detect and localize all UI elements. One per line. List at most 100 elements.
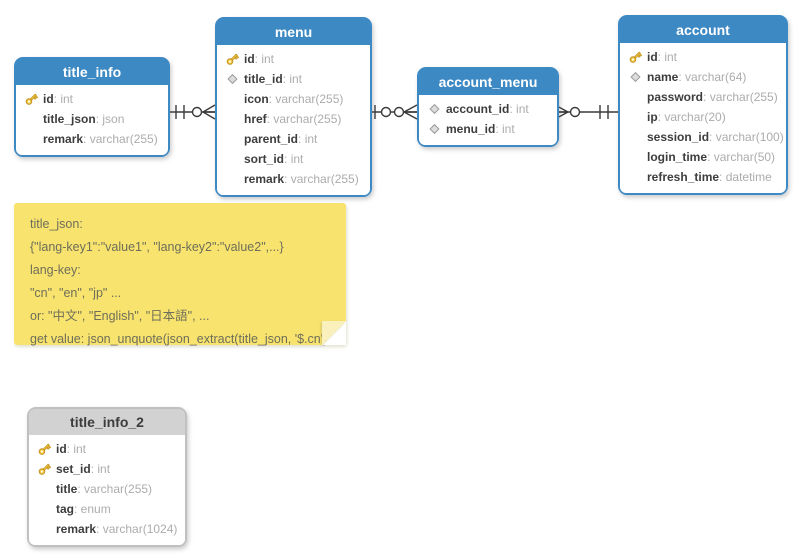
column-row[interactable]: refresh_timedatetime xyxy=(620,167,786,187)
column-name: id xyxy=(56,442,67,456)
column-row[interactable]: idint xyxy=(620,47,786,67)
column-type: int xyxy=(284,152,304,166)
column-name: remark xyxy=(56,522,97,536)
connector-menu-account_menu[interactable] xyxy=(368,104,418,120)
icon-spacer xyxy=(628,130,643,144)
table-title_info_2[interactable]: title_info_2 idint set_idint titlevarcha… xyxy=(27,407,187,547)
table-account_menu[interactable]: account_menu account_idint menu_idint xyxy=(417,67,559,147)
table-columns: account_idint menu_idint xyxy=(419,95,557,145)
column-row[interactable]: sort_idint xyxy=(217,149,370,169)
column-row[interactable]: titlevarchar(255) xyxy=(29,479,185,499)
column-name: tag xyxy=(56,502,74,516)
column-row[interactable]: idint xyxy=(16,89,168,109)
column-row[interactable]: title_jsonjson xyxy=(16,109,168,129)
column-type: varchar(255) xyxy=(703,90,778,104)
column-name: parent_id xyxy=(244,132,299,146)
column-name: sort_id xyxy=(244,152,285,166)
connector-title_info-menu[interactable] xyxy=(166,104,216,120)
column-row[interactable]: idint xyxy=(29,439,185,459)
note-line: lang-key: xyxy=(30,263,81,277)
connector-account_menu-account[interactable] xyxy=(554,104,618,120)
column-type: varchar(50) xyxy=(707,150,775,164)
column-name: session_id xyxy=(647,130,710,144)
column-type: varchar(20) xyxy=(658,110,725,124)
column-type: varchar(64) xyxy=(678,70,746,84)
foreign-key-diamond-icon xyxy=(227,74,238,84)
column-row[interactable]: tagenum xyxy=(29,499,185,519)
primary-key-icon xyxy=(37,442,52,456)
column-row[interactable]: idint xyxy=(217,49,370,69)
column-row[interactable]: namevarchar(64) xyxy=(620,67,786,87)
icon-spacer xyxy=(24,132,39,146)
icon-spacer xyxy=(37,502,52,516)
icon-spacer xyxy=(225,132,240,146)
column-row[interactable]: hrefvarchar(255) xyxy=(217,109,370,129)
table-header[interactable]: title_info xyxy=(16,59,168,85)
table-header[interactable]: account_menu xyxy=(419,69,557,95)
table-menu[interactable]: menu idint title_idint iconvarchar(255) … xyxy=(215,17,372,197)
foreign-key-diamond-icon xyxy=(630,72,641,82)
column-type: int xyxy=(283,72,302,86)
column-name: password xyxy=(647,90,704,104)
column-type: varchar(1024) xyxy=(96,522,178,536)
column-row[interactable]: passwordvarchar(255) xyxy=(620,87,786,107)
column-type: int xyxy=(255,52,274,66)
icon-spacer xyxy=(628,90,643,104)
column-type: varchar(100) xyxy=(709,130,784,144)
note-line: or: "中文", "English", "日本語", ... xyxy=(30,309,210,323)
sticky-note[interactable]: title_json: {"lang-key1":"value1", "lang… xyxy=(14,203,346,346)
table-header[interactable]: account xyxy=(620,17,786,43)
column-name: login_time xyxy=(647,150,708,164)
table-header[interactable]: menu xyxy=(217,19,370,45)
column-row[interactable]: remarkvarchar(255) xyxy=(16,129,168,149)
column-row[interactable]: account_idint xyxy=(419,99,557,119)
note-line: "cn", "en", "jp" ... xyxy=(30,286,122,300)
column-name: id xyxy=(647,50,658,64)
table-title_info[interactable]: title_info idint title_jsonjson remarkva… xyxy=(14,57,170,157)
primary-key-icon xyxy=(24,92,39,106)
column-row[interactable]: title_idint xyxy=(217,69,370,89)
icon-spacer xyxy=(628,110,643,124)
column-row[interactable]: menu_idint xyxy=(419,119,557,139)
foreign-key-diamond-icon xyxy=(429,104,440,114)
column-name: id xyxy=(244,52,255,66)
table-columns: idint title_jsonjson remarkvarchar(255) xyxy=(16,85,168,155)
table-columns: idint namevarchar(64) passwordvarchar(25… xyxy=(620,43,786,193)
icon-spacer xyxy=(628,170,643,184)
table-columns: idint set_idint titlevarchar(255) tagenu… xyxy=(29,435,185,545)
column-name: set_id xyxy=(56,462,91,476)
column-row[interactable]: remarkvarchar(1024) xyxy=(29,519,185,539)
table-account[interactable]: account idint namevarchar(64) passwordva… xyxy=(618,15,788,195)
column-name: name xyxy=(647,70,679,84)
column-name: title_id xyxy=(244,72,283,86)
icon-spacer xyxy=(225,92,240,106)
icon-spacer xyxy=(225,112,240,126)
table-header[interactable]: title_info_2 xyxy=(29,409,185,435)
note-line: {"lang-key1":"value1", "lang-key2":"valu… xyxy=(30,240,284,254)
column-type: varchar(255) xyxy=(267,112,341,126)
column-name: id xyxy=(43,92,54,106)
column-row[interactable]: ipvarchar(20) xyxy=(620,107,786,127)
primary-key-icon xyxy=(225,52,240,66)
column-row[interactable]: iconvarchar(255) xyxy=(217,89,370,109)
column-name: refresh_time xyxy=(647,170,720,184)
column-type: int xyxy=(91,462,110,476)
column-name: remark xyxy=(43,132,84,146)
icon-spacer xyxy=(24,112,39,126)
column-row[interactable]: parent_idint xyxy=(217,129,370,149)
column-row[interactable]: session_idvarchar(100) xyxy=(620,127,786,147)
column-type: int xyxy=(54,92,73,106)
column-row[interactable]: set_idint xyxy=(29,459,185,479)
primary-key-icon xyxy=(628,50,643,64)
column-row[interactable]: remarkvarchar(255) xyxy=(217,169,370,189)
column-row[interactable]: login_timevarchar(50) xyxy=(620,147,786,167)
column-type: int xyxy=(495,122,515,136)
column-name: remark xyxy=(244,172,285,186)
icon-spacer xyxy=(225,172,240,186)
note-line: title_json: xyxy=(30,217,83,231)
note-folded-corner xyxy=(322,321,346,345)
primary-key-icon xyxy=(37,462,52,476)
column-type: varchar(255) xyxy=(83,132,158,146)
column-name: title_json xyxy=(43,112,96,126)
